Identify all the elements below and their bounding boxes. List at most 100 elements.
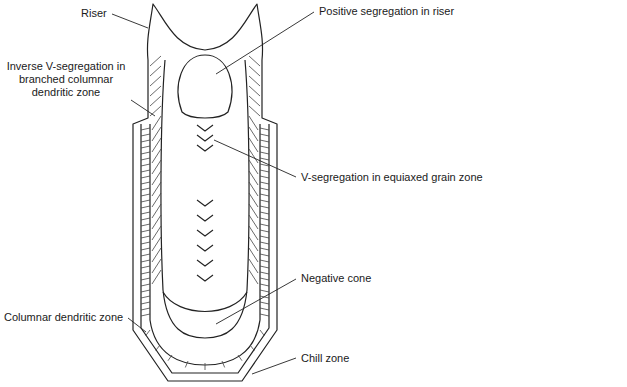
dendrite-stroke: [141, 308, 150, 310]
dendrite-stroke: [249, 270, 258, 284]
dendrite-stroke: [185, 361, 188, 367]
dendrite-stroke: [260, 236, 269, 238]
v-segregation-mark: [197, 215, 213, 221]
part-label: Columnar dendritic zone: [3, 311, 124, 324]
dendrite-stroke: [141, 152, 150, 154]
v-segregation-mark: [197, 135, 213, 141]
dendrite-stroke: [141, 230, 150, 232]
dendrite-stroke: [152, 171, 161, 185]
dendrite-stroke: [152, 259, 161, 273]
dendrite-stroke: [141, 146, 150, 148]
dendrite-stroke: [249, 66, 260, 76]
equiaxed-zone-boundary: [161, 60, 249, 338]
dendrite-stroke: [249, 106, 260, 116]
dendrite-stroke: [141, 302, 150, 304]
dendrite-stroke: [141, 218, 150, 220]
leader-line: [252, 358, 296, 374]
dendrite-stroke: [260, 194, 269, 196]
dendrite-stroke: [260, 242, 269, 244]
dendrite-stroke: [260, 278, 269, 280]
dendrite-stroke: [141, 194, 150, 196]
dendrite-stroke: [141, 188, 150, 190]
dendrite-stroke: [141, 224, 150, 226]
dendrite-stroke: [249, 76, 260, 86]
leader-line: [112, 14, 148, 28]
leader-line: [131, 100, 155, 116]
dendrite-stroke: [156, 345, 160, 350]
dendrite-stroke: [168, 355, 172, 361]
dendrite-stroke: [260, 266, 269, 268]
v-segregation-mark: [197, 125, 213, 131]
dendrite-stroke: [260, 230, 269, 232]
v-segregation-mark: [197, 200, 213, 206]
dendrite-stroke: [249, 86, 260, 96]
dendrite-stroke: [150, 106, 161, 116]
dendrite-stroke: [222, 361, 225, 367]
dendrite-stroke: [260, 260, 269, 262]
dendrite-stroke: [249, 237, 258, 251]
dendrite-stroke: [249, 182, 258, 196]
dendrite-stroke: [260, 134, 269, 136]
dendrite-stroke: [260, 290, 269, 292]
ingot-outline: [133, 4, 277, 381]
v-segregation-mark: [197, 275, 213, 281]
dendrite-stroke: [141, 164, 150, 166]
leader-line: [216, 279, 296, 324]
dendrite-stroke: [141, 272, 150, 274]
dendrite-stroke: [152, 182, 161, 196]
dendrite-stroke: [249, 116, 258, 130]
dendrite-stroke: [141, 314, 150, 316]
dendrite-stroke: [249, 204, 258, 218]
dendrite-stroke: [150, 56, 161, 66]
leader-line: [214, 140, 296, 177]
dendrite-stroke: [152, 116, 161, 130]
dendrite-stroke: [141, 158, 150, 160]
dendrite-stroke: [150, 76, 161, 86]
dendrite-stroke: [238, 355, 242, 361]
dendrite-stroke: [141, 248, 150, 250]
dendrite-stroke: [141, 266, 150, 268]
dendrite-stroke: [141, 128, 150, 130]
chill-zone-boundary: [141, 124, 269, 373]
dendrite-stroke: [141, 278, 150, 280]
part-label: Positive segregation in riser: [318, 5, 455, 18]
dendrite-stroke: [141, 296, 150, 298]
dendrite-stroke: [249, 160, 258, 174]
part-label: V-segregation in equiaxed grain zone: [300, 171, 484, 184]
dendrite-stroke: [260, 188, 269, 190]
v-segregation-mark: [197, 145, 213, 151]
dendrite-stroke: [141, 254, 150, 256]
dendrite-stroke: [260, 330, 264, 336]
dendrite-stroke: [260, 128, 269, 130]
dendrite-stroke: [249, 226, 258, 240]
dendrite-stroke: [249, 248, 258, 262]
dendrite-stroke: [260, 176, 269, 178]
dendrite-stroke: [152, 127, 161, 141]
dendrite-stroke: [152, 215, 161, 229]
dendrite-stroke: [141, 290, 150, 292]
dendrite-stroke: [152, 193, 161, 207]
part-label: Inverse V-segregation in branched column…: [3, 60, 129, 99]
dendrite-stroke: [141, 170, 150, 172]
dendrite-stroke: [260, 170, 269, 172]
dendrite-stroke: [152, 204, 161, 218]
dendrite-stroke: [152, 226, 161, 240]
v-segregation-mark: [197, 230, 213, 236]
dendrite-stroke: [260, 206, 269, 208]
dendrite-stroke: [249, 96, 260, 106]
dendrite-stroke: [152, 270, 161, 284]
dendrite-stroke: [152, 160, 161, 174]
dendrite-stroke: [150, 86, 161, 96]
dendrite-stroke: [152, 138, 161, 152]
dendrite-stroke: [141, 140, 150, 142]
dendrite-stroke: [260, 302, 269, 304]
dendrite-stroke: [249, 127, 258, 141]
dendrite-stroke: [141, 134, 150, 136]
negative-cone-top: [163, 292, 247, 312]
dendrite-stroke: [260, 308, 269, 310]
dendrite-stroke: [260, 140, 269, 142]
dendrite-stroke: [205, 363, 206, 370]
dendrite-stroke: [260, 314, 269, 316]
